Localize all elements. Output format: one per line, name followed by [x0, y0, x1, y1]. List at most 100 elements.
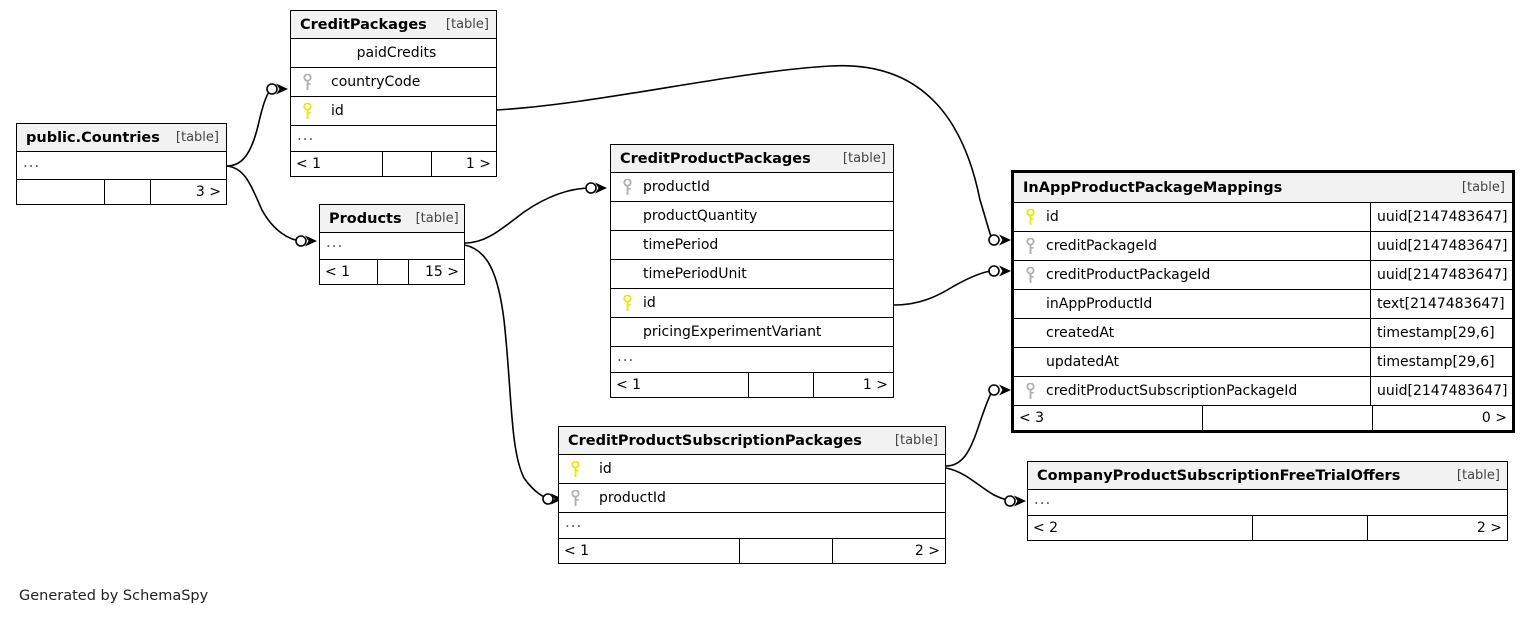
primary-key-icon: [617, 294, 637, 312]
column-name: countryCode: [331, 74, 421, 90]
table-header: CreditPackages [table]: [291, 11, 496, 39]
table-row[interactable]: paidCredits: [291, 39, 496, 68]
table-row[interactable]: productQuantity: [611, 202, 893, 231]
column-name: creditProductPackageId: [1046, 267, 1211, 283]
table-row[interactable]: inAppProductId text[2147483647]: [1014, 290, 1512, 319]
footer-left: [17, 180, 105, 204]
table-row[interactable]: timePeriod: [611, 231, 893, 260]
table-header: Products [table]: [320, 205, 464, 233]
column-name: updatedAt: [1046, 354, 1120, 370]
table-ellipsis-row: ...: [291, 126, 496, 152]
footer-left: < 3: [1014, 406, 1204, 430]
column-name: createdAt: [1046, 325, 1115, 341]
table-row[interactable]: pricingExperimentVariant: [611, 318, 893, 347]
table-row[interactable]: creditPackageId uuid[2147483647]: [1014, 232, 1512, 261]
table-ellipsis-row: ...: [17, 152, 226, 180]
table-row[interactable]: countryCode: [291, 68, 496, 97]
footer-right: 2 >: [1476, 520, 1502, 536]
footer-right: 15 >: [424, 264, 459, 280]
table-row[interactable]: updatedAt timestamp[29,6]: [1014, 348, 1512, 377]
table-footer: < 1 1 >: [291, 152, 496, 176]
column-name: inAppProductId: [1046, 296, 1153, 312]
table-credit-packages[interactable]: CreditPackages [table] paidCredits count…: [290, 10, 497, 177]
column-name: timePeriod: [643, 237, 719, 253]
table-row[interactable]: productId: [559, 484, 945, 513]
footer-right: 3 >: [195, 184, 221, 200]
table-title: CreditPackages: [300, 16, 427, 33]
column-name: creditPackageId: [1046, 238, 1158, 254]
table-credit-product-packages[interactable]: CreditProductPackages [table] productId …: [610, 144, 894, 398]
table-row[interactable]: creditProductSubscriptionPackageId uuid[…: [1014, 377, 1512, 406]
table-footer: < 1 1 >: [611, 373, 893, 397]
edge-creditproductpackages-inapp: [893, 270, 992, 306]
table-ellipsis-row: ...: [1028, 490, 1507, 516]
table-type-tag: [table]: [445, 16, 489, 32]
column-name: creditProductSubscriptionPackageId: [1046, 383, 1298, 399]
table-footer: < 3 0 >: [1014, 406, 1512, 430]
footer-left: < 2: [1028, 516, 1254, 540]
footer-right: 0 >: [1481, 410, 1507, 426]
footer-middle: [1203, 406, 1373, 430]
table-company-product-subscription-free-trial-offers[interactable]: CompanyProductSubscriptionFreeTrialOffer…: [1027, 461, 1508, 541]
table-type-tag: [table]: [415, 210, 459, 226]
table-credit-product-subscription-packages[interactable]: CreditProductSubscriptionPackages [table…: [558, 426, 946, 564]
table-header: InAppProductPackageMappings [table]: [1014, 173, 1512, 203]
edge-products-creditproductpackages: [464, 187, 592, 244]
table-ellipsis-row: ...: [320, 233, 464, 260]
table-footer: < 1 2 >: [559, 539, 945, 563]
footer-left: < 1: [559, 539, 741, 563]
primary-key-icon: [297, 102, 317, 120]
table-header: CreditProductPackages [table]: [611, 145, 893, 173]
table-header: public.Countries [table]: [17, 124, 226, 152]
table-row[interactable]: timePeriodUnit: [611, 260, 893, 289]
table-row[interactable]: createdAt timestamp[29,6]: [1014, 319, 1512, 348]
column-type: uuid[2147483647]: [1370, 261, 1512, 289]
edge-creditpackages-inapp: [495, 64, 994, 241]
table-header: CompanyProductSubscriptionFreeTrialOffer…: [1028, 462, 1507, 490]
column-type: text[2147483647]: [1370, 290, 1512, 318]
table-title: CompanyProductSubscriptionFreeTrialOffer…: [1037, 467, 1401, 484]
footer-middle: [1253, 516, 1369, 540]
edge-arrowheads: [276, 83, 1026, 507]
footer-left: < 1: [291, 152, 384, 176]
foreign-key-icon: [1020, 382, 1040, 400]
table-header: CreditProductSubscriptionPackages [table…: [559, 427, 945, 455]
column-name: productId: [643, 179, 710, 195]
table-row[interactable]: creditProductPackageId uuid[2147483647]: [1014, 261, 1512, 290]
footer-left: < 1: [611, 373, 750, 397]
footer-middle: [105, 180, 151, 204]
footer-right: 1 >: [465, 156, 491, 172]
foreign-key-icon: [565, 489, 585, 507]
table-type-tag: [table]: [1456, 467, 1500, 483]
table-type-tag: [table]: [1461, 179, 1505, 195]
footer-middle: [740, 539, 834, 563]
column-type: uuid[2147483647]: [1370, 232, 1512, 260]
table-row[interactable]: id: [611, 289, 893, 318]
table-products[interactable]: Products [table] ... < 1 15 >: [319, 204, 465, 285]
table-public-countries[interactable]: public.Countries [table] ... 3 >: [16, 123, 227, 205]
table-row[interactable]: id: [559, 455, 945, 484]
table-ellipsis-row: ...: [559, 513, 945, 539]
foreign-key-icon: [297, 73, 317, 91]
table-title: Products: [329, 210, 402, 227]
column-type: uuid[2147483647]: [1370, 203, 1512, 231]
column-name: id: [331, 103, 344, 119]
edge-countries-creditpackages: [226, 88, 273, 167]
column-type: timestamp[29,6]: [1370, 319, 1512, 347]
table-ellipsis-row: ...: [611, 347, 893, 373]
column-name: productId: [599, 490, 666, 506]
table-row[interactable]: id: [291, 97, 496, 126]
footer-right: 2 >: [914, 543, 940, 559]
primary-key-icon: [565, 460, 585, 478]
column-type: uuid[2147483647]: [1370, 377, 1512, 405]
table-row[interactable]: productId: [611, 173, 893, 202]
table-inapp-product-package-mappings[interactable]: InAppProductPackageMappings [table] id u…: [1011, 170, 1515, 433]
column-name: id: [1046, 209, 1059, 225]
column-name: id: [599, 461, 612, 477]
edge-optional-circles: [266, 83, 1016, 507]
table-title: CreditProductPackages: [620, 150, 811, 167]
table-row[interactable]: id uuid[2147483647]: [1014, 203, 1512, 232]
table-footer: < 1 15 >: [320, 260, 464, 284]
